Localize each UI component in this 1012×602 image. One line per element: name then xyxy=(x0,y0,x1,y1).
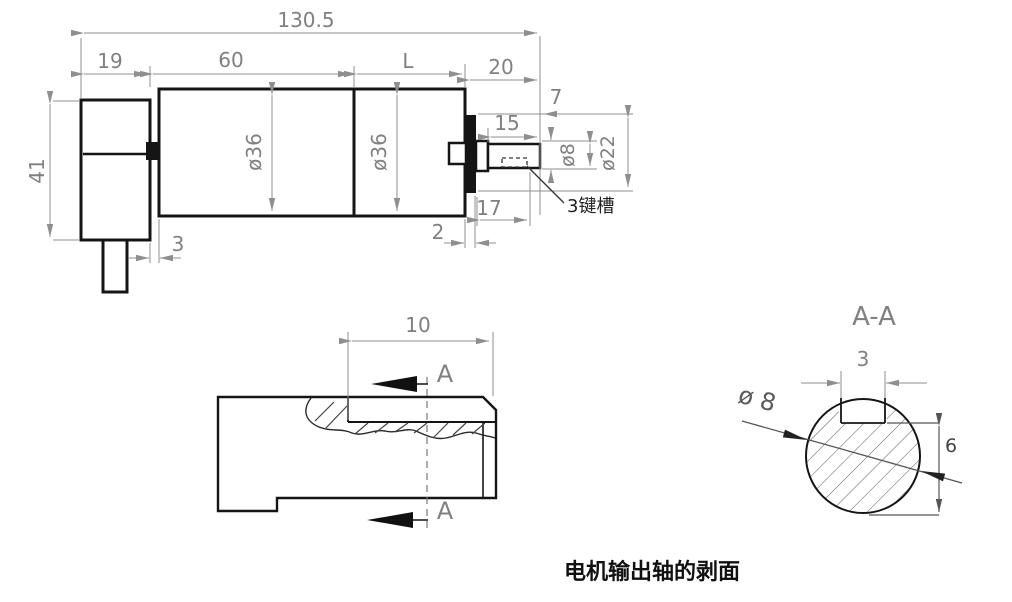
dim-shaft-dia: ø8 xyxy=(557,143,579,167)
rear-tab xyxy=(101,238,129,294)
section-aa-view: A-A 3 6 ø 8 xyxy=(735,302,963,516)
motor-body xyxy=(157,87,467,218)
keyway-slot-mask xyxy=(839,372,887,423)
keyway-slot xyxy=(840,398,886,424)
dim-flat-height: 6 xyxy=(945,435,957,457)
dim-boss-dia: ø22 xyxy=(597,135,619,171)
rear-housing xyxy=(79,98,152,242)
shaft-section-hatch xyxy=(806,399,920,513)
detail-outline xyxy=(216,395,498,513)
section-arrow-top xyxy=(371,376,417,392)
front-boss xyxy=(466,115,476,193)
keyway-leader-line xyxy=(526,165,565,204)
dim-motor-dia: ø36 xyxy=(242,133,266,171)
dim-flat-length: 10 xyxy=(405,313,430,337)
dia-arrow-right xyxy=(921,471,946,482)
dim-keyway-width: 3 xyxy=(857,347,870,371)
section-label-bottom: A xyxy=(437,497,454,525)
section-view-title: A-A xyxy=(852,302,896,332)
dim-gearbox-length: L xyxy=(402,49,414,73)
dim-overall-length: 130.5 xyxy=(277,8,334,32)
detail-hatching xyxy=(314,401,486,439)
dim-rear-length: 19 xyxy=(97,49,122,73)
section-arrow-bottom xyxy=(367,512,413,528)
section-label-top: A xyxy=(437,360,454,388)
main-view-dimensions xyxy=(46,29,633,263)
rear-connector-block xyxy=(146,142,159,160)
main-view-dimension-labels: 130.5 19 60 L 20 7 15 17 2 3 41 ø36 ø36 … xyxy=(25,8,619,256)
dim-shaft-length: 20 xyxy=(488,55,513,79)
dim-motor-length: 60 xyxy=(218,48,243,72)
motor-outline xyxy=(79,87,542,294)
dia-arrow-left xyxy=(782,429,807,440)
dim-gearbox-dia: ø36 xyxy=(367,133,391,171)
shaft-step xyxy=(474,139,490,173)
dim-keyway-end: 17 xyxy=(476,196,501,220)
shaft-detail-view: A A 10 xyxy=(216,313,498,532)
dim-boss-width: 2 xyxy=(432,220,445,244)
drawing-caption: 电机输出轴的剥面 xyxy=(564,559,740,585)
dim-6-lines xyxy=(869,413,943,516)
keyway-hidden-outline xyxy=(501,157,528,168)
dim-section-shaft-dia: ø 8 xyxy=(735,381,779,418)
output-shaft xyxy=(486,142,542,170)
break-line xyxy=(305,397,496,440)
dim-plate-gap: 3 xyxy=(172,232,185,256)
dim-housing-height: 41 xyxy=(25,158,49,183)
dim-offset-7: 7 xyxy=(550,85,563,109)
keyway-note: 3键槽 xyxy=(567,196,614,217)
face-hub xyxy=(447,141,468,166)
shaft-section-circle xyxy=(805,398,921,514)
dim-shaft-exposed: 15 xyxy=(494,111,519,135)
